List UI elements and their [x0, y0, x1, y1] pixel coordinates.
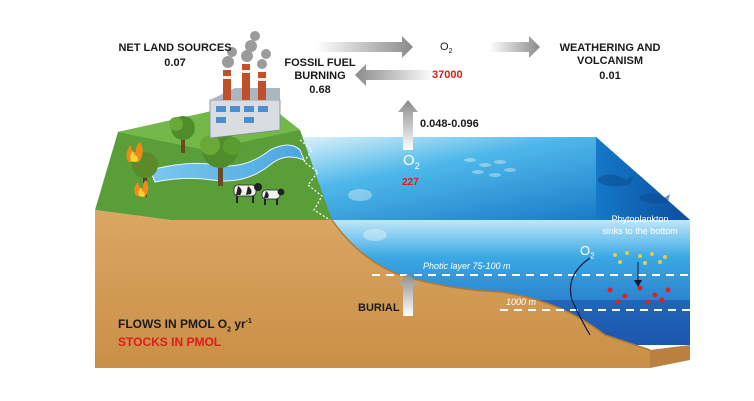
arrow-from-atmosphere	[355, 64, 434, 86]
arrow-burial	[398, 273, 418, 316]
burial-label: BURIAL	[358, 302, 400, 314]
weathering-label-2: VOLCANISM	[577, 55, 643, 67]
legend-flows: FLOWS IN PMOL O2 yr-1	[118, 317, 252, 334]
seafloor-edge	[331, 219, 651, 351]
weathering-value: 0.01	[599, 70, 621, 82]
deep-o2-label: O2	[580, 243, 595, 261]
smoke-plume	[222, 31, 271, 69]
weathering-label: WEATHERING AND	[559, 42, 661, 54]
land-soil	[95, 210, 650, 368]
fire-icon	[134, 180, 149, 197]
dolphin-icon	[598, 174, 670, 204]
phytoplankton-label: Phytoplankton	[611, 214, 669, 224]
coral-icon	[348, 189, 387, 241]
fossil-fuel-label: FOSSIL FUEL	[284, 57, 356, 69]
factory-icon	[209, 64, 281, 139]
ocean-o2-label: O2	[403, 152, 420, 171]
arrow-to-weathering	[490, 36, 540, 58]
ocean-o2-stock: 227	[402, 177, 419, 188]
net-land-sources-value: 0.07	[164, 57, 186, 69]
cow-icon	[261, 188, 285, 205]
tree-large	[200, 132, 241, 186]
depth-label: 1000 m	[506, 297, 537, 307]
sinking-arrow-head	[634, 280, 642, 287]
fossil-fuel-value: 0.68	[309, 84, 331, 96]
fossil-fuel-label-2: BURNING	[294, 70, 346, 82]
phytoplankton-dots	[607, 251, 671, 305]
phytoplankton-label-2: sinks to the bottom	[602, 226, 678, 236]
soil-corner	[650, 345, 690, 368]
photic-layer-label: Photic layer 75-100 m	[423, 261, 511, 271]
net-land-sources-label: NET LAND SOURCES	[118, 42, 232, 54]
arrow-ocean-to-atmosphere	[398, 100, 418, 150]
tree-small	[169, 116, 195, 153]
cow-icon	[233, 183, 262, 203]
atmosphere-o2-stock: 37000	[432, 69, 463, 81]
legend-stocks: STOCKS IN PMOL	[118, 335, 222, 349]
ocean-surface	[282, 137, 690, 220]
arrow-to-atmosphere	[316, 36, 413, 58]
atmosphere-o2-label: O2	[440, 41, 453, 56]
ocean-exchange-value: 0.048-0.096	[420, 118, 479, 130]
oxygen-profile-curve	[569, 257, 591, 336]
fire-icon	[126, 142, 143, 162]
fish-school	[464, 158, 516, 177]
